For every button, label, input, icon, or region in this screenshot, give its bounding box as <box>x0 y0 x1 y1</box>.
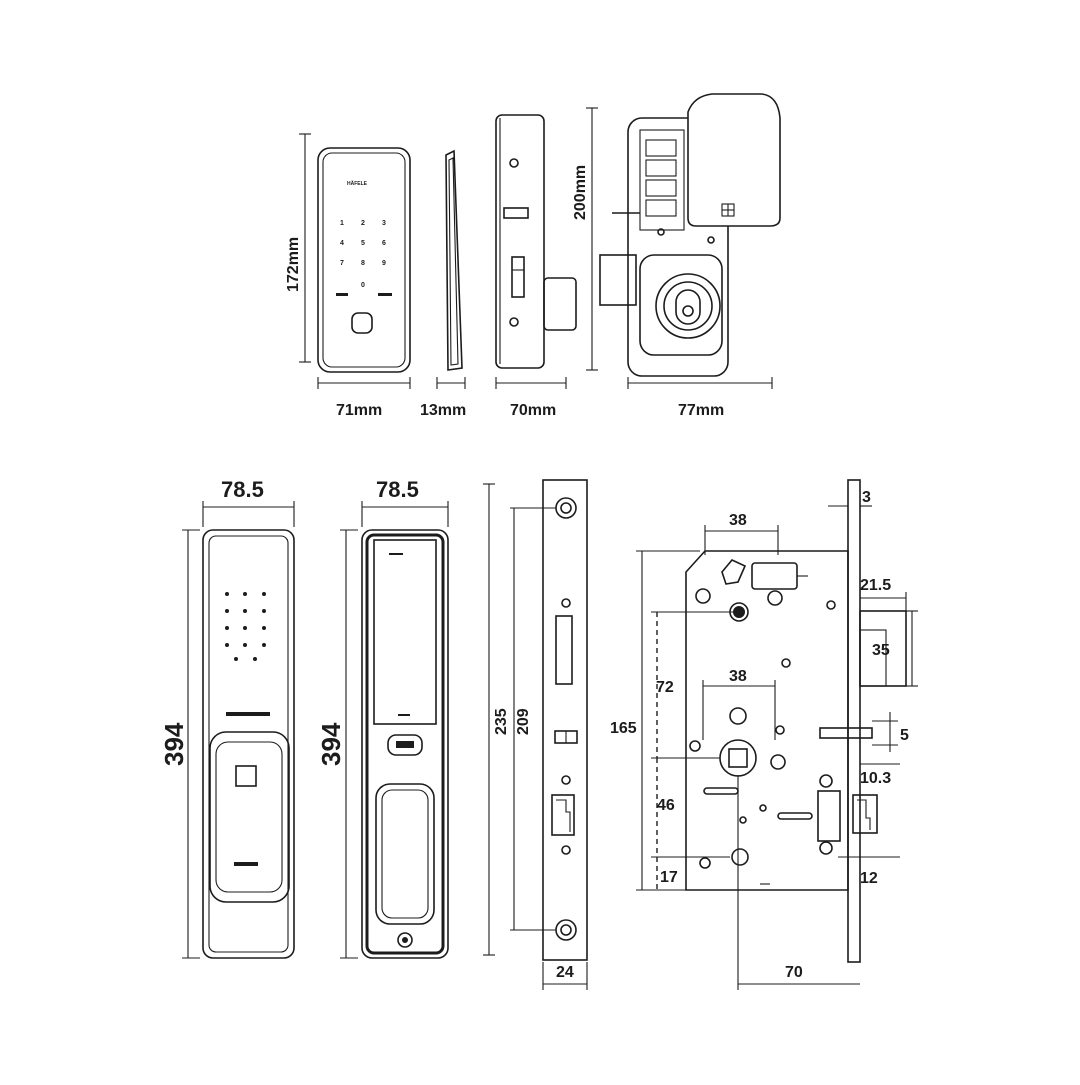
label-38-top: 38 <box>729 512 747 529</box>
label-71mm: 71mm <box>336 402 382 419</box>
label-17: 17 <box>660 869 678 886</box>
dim-mortise-38-mid: 38 <box>702 668 776 740</box>
key-1: 1 <box>340 220 344 227</box>
bottom-faceplate <box>542 479 588 961</box>
dim-mortise-17: 17 <box>651 856 730 890</box>
dim-mortise-5: 5 <box>872 712 909 752</box>
key-5: 5 <box>361 240 365 247</box>
top-back-view <box>599 93 781 377</box>
dim-top-lock-height: 200mm <box>572 107 598 371</box>
key-0: 0 <box>361 282 365 289</box>
keypad-bottom-front <box>225 592 266 661</box>
bottom-front-view <box>202 529 295 959</box>
label-394-front: 394 <box>159 722 189 766</box>
label-78-5-back: 78.5 <box>376 477 419 502</box>
label-3: 3 <box>862 489 871 506</box>
top-side-view <box>445 149 463 371</box>
dim-faceplate-width: 24 <box>542 962 588 990</box>
fingerprint-sensor-icon <box>235 765 257 787</box>
dim-bottom-front-height: 394 <box>159 529 200 959</box>
label-394-back: 394 <box>316 722 346 766</box>
key-6: 6 <box>382 240 386 247</box>
label-46: 46 <box>657 797 675 814</box>
dim-mortise-70: 70 <box>737 775 860 990</box>
label-165: 165 <box>610 720 637 737</box>
dim-faceplate-inner: 209 <box>510 507 556 931</box>
label-38-mid: 38 <box>729 668 747 685</box>
dim-mortise-top-thickness: 3 <box>828 489 872 507</box>
dim-top-front-width: 71mm <box>317 377 411 419</box>
key-8: 8 <box>361 260 365 267</box>
dim-mortise-12: 12 <box>838 856 900 887</box>
label-12: 12 <box>860 870 878 887</box>
dim-bottom-front-width: 78.5 <box>202 477 295 527</box>
fingerprint-sensor-icon <box>351 312 373 334</box>
key-7: 7 <box>340 260 344 267</box>
label-70: 70 <box>785 964 803 981</box>
brand-mark-top-front: HÄFELE <box>347 180 368 187</box>
label-10-3: 10.3 <box>860 770 891 787</box>
label-200mm: 200mm <box>572 165 589 220</box>
key-2: 2 <box>361 220 365 227</box>
dim-top-back-width: 77mm <box>627 377 773 419</box>
label-72: 72 <box>656 679 674 696</box>
dim-top-lock-width: 70mm <box>495 377 567 419</box>
dim-mortise-38-top: 38 <box>704 512 779 555</box>
dim-bottom-back-width: 78.5 <box>361 477 449 527</box>
top-lock-body <box>495 114 577 369</box>
label-24: 24 <box>556 964 574 981</box>
dim-top-front-height: 172mm <box>285 133 311 363</box>
keypad-top: 1 2 3 4 5 6 7 8 9 0 <box>336 220 392 296</box>
label-209: 209 <box>515 708 532 735</box>
label-78-5-front: 78.5 <box>221 477 264 502</box>
label-172mm: 172mm <box>285 237 302 292</box>
key-9: 9 <box>382 260 386 267</box>
dim-mortise-72: 72 <box>651 611 735 758</box>
label-70mm: 70mm <box>510 402 556 419</box>
key-3: 3 <box>382 220 386 227</box>
dim-mortise-35: 35 <box>872 610 918 687</box>
label-35: 35 <box>872 642 890 659</box>
label-5: 5 <box>900 727 909 744</box>
handle-back <box>375 783 435 925</box>
label-77mm: 77mm <box>678 402 724 419</box>
dim-bottom-back-height: 394 <box>316 529 358 959</box>
dim-mortise-21-5: 21.5 <box>860 577 907 611</box>
bottom-back-view <box>361 529 449 959</box>
mortise-lock-body <box>685 479 907 963</box>
dim-mortise-46: 46 <box>651 757 720 857</box>
key-4: 4 <box>340 240 344 247</box>
top-front-view: HÄFELE 1 2 3 4 5 6 7 8 9 0 <box>317 147 411 373</box>
handle-front <box>209 731 290 903</box>
dim-mortise-10-3: 10.3 <box>860 763 900 787</box>
label-21-5: 21.5 <box>860 577 891 594</box>
label-235: 235 <box>493 708 510 735</box>
dim-mortise-165: 165 <box>610 550 700 891</box>
dim-top-side-width: 13mm <box>420 377 466 419</box>
dim-faceplate-outer: 235 <box>483 483 510 956</box>
label-13mm: 13mm <box>420 402 466 419</box>
